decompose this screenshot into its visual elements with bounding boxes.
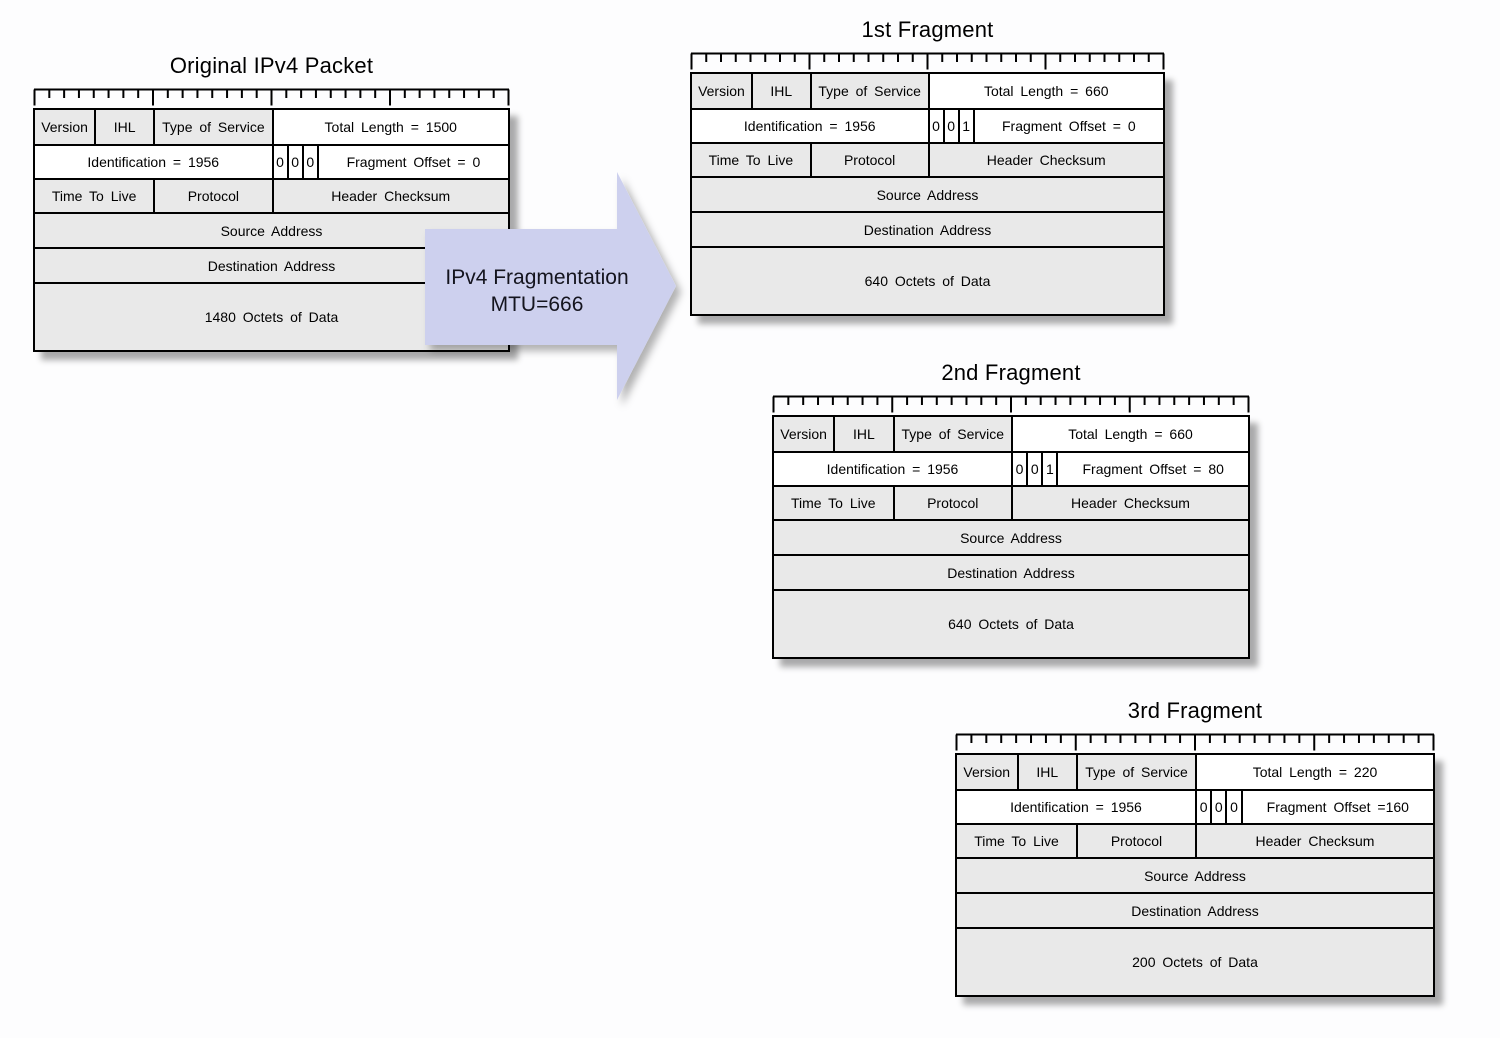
destination-address-row: Destination Address — [957, 892, 1433, 927]
flag-bit-2: 0 — [1225, 791, 1241, 823]
field-identification: Identification = 1956 — [957, 791, 1195, 823]
field-total-length: Total Length = 1500 — [271, 110, 508, 144]
field-type-of-service: Type of Service — [153, 110, 272, 144]
field-protocol: Protocol — [892, 487, 1011, 519]
bit-ruler — [33, 88, 510, 106]
packet-title: 2nd Fragment — [941, 360, 1081, 385]
field-version: Version — [957, 755, 1017, 789]
packet-fragment-1: 1st Fragment Version IHL Type of Service… — [690, 16, 1165, 316]
field-ihl: IHL — [1016, 755, 1076, 789]
packet-title: 3rd Fragment — [1127, 698, 1263, 723]
header-row-2: Identification = 1956 0 0 0 Fragment Off… — [35, 144, 508, 178]
field-time-to-live: Time To Live — [957, 825, 1076, 857]
field-protocol: Protocol — [153, 180, 272, 212]
header-row-3: Time To Live Protocol Header Checksum — [957, 823, 1433, 857]
packet-fragment-3: 3rd Fragment Version IHL Type of Service… — [955, 697, 1435, 997]
field-fragment-offset: Fragment Offset = 80 — [1056, 453, 1248, 485]
field-type-of-service: Type of Service — [809, 74, 928, 108]
flag-bit-0: 0 — [271, 146, 287, 178]
field-version: Version — [35, 110, 95, 144]
field-data-octets: 640 Octets of Data — [692, 248, 1163, 314]
field-time-to-live: Time To Live — [35, 180, 154, 212]
field-data-octets: 200 Octets of Data — [957, 929, 1433, 995]
flag-bit-1: 0 — [1026, 453, 1042, 485]
field-time-to-live: Time To Live — [692, 144, 810, 176]
packet-title: 1st Fragment — [861, 17, 994, 42]
block-arrow-shape — [425, 172, 676, 400]
fragmentation-arrow: IPv4 Fragmentation MTU=666 — [425, 172, 676, 400]
field-ihl: IHL — [94, 110, 154, 144]
data-row: 640 Octets of Data — [774, 589, 1248, 657]
field-fragment-offset: Fragment Offset = 0 — [316, 146, 508, 178]
field-version: Version — [692, 74, 751, 108]
field-identification: Identification = 1956 — [692, 110, 928, 142]
field-ihl: IHL — [833, 417, 893, 451]
field-total-length: Total Length = 220 — [1195, 755, 1433, 789]
packet-box: Version IHL Type of Service Total Length… — [690, 72, 1165, 316]
header-row-3: Time To Live Protocol Header Checksum — [692, 142, 1163, 176]
field-type-of-service: Type of Service — [1076, 755, 1195, 789]
arrow-label-line2: MTU=666 — [491, 293, 584, 316]
field-type-of-service: Type of Service — [892, 417, 1011, 451]
flag-bit-2: 0 — [301, 146, 317, 178]
field-protocol: Protocol — [809, 144, 928, 176]
destination-address-row: Destination Address — [774, 554, 1248, 589]
packet-title: Original IPv4 Packet — [169, 53, 374, 78]
packet-fragment-2: 2nd Fragment Version IHL Type of Service… — [772, 359, 1250, 659]
field-source-address: Source Address — [957, 859, 1433, 892]
destination-address-row: Destination Address — [692, 211, 1163, 246]
flag-bit-1: 0 — [286, 146, 302, 178]
field-header-checksum: Header Checksum — [271, 180, 508, 212]
flag-bit-2: 1 — [1041, 453, 1057, 485]
bit-ruler — [772, 395, 1250, 413]
flag-bit-0: 0 — [1011, 453, 1027, 485]
field-identification: Identification = 1956 — [774, 453, 1011, 485]
field-source-address: Source Address — [692, 178, 1163, 211]
packet-box: Version IHL Type of Service Total Length… — [772, 415, 1250, 659]
field-header-checksum: Header Checksum — [927, 144, 1163, 176]
field-total-length: Total Length = 660 — [1011, 417, 1248, 451]
field-fragment-offset: Fragment Offset = 0 — [972, 110, 1163, 142]
bit-ruler — [690, 52, 1165, 70]
source-address-row: Source Address — [957, 857, 1433, 892]
field-destination-address: Destination Address — [957, 894, 1433, 927]
flag-bit-0: 0 — [927, 110, 943, 142]
source-address-row: Source Address — [774, 519, 1248, 554]
source-address-row: Source Address — [692, 176, 1163, 211]
flag-bit-0: 0 — [1195, 791, 1211, 823]
field-time-to-live: Time To Live — [774, 487, 893, 519]
field-destination-address: Destination Address — [774, 556, 1248, 589]
field-version: Version — [774, 417, 834, 451]
packet-box: Version IHL Type of Service Total Length… — [955, 753, 1435, 997]
flag-bit-1: 0 — [942, 110, 958, 142]
header-row-3: Time To Live Protocol Header Checksum — [35, 178, 508, 212]
header-row-3: Time To Live Protocol Header Checksum — [774, 485, 1248, 519]
arrow-label-line1: IPv4 Fragmentation — [445, 266, 628, 289]
header-row-1: Version IHL Type of Service Total Length… — [774, 417, 1248, 451]
field-destination-address: Destination Address — [692, 213, 1163, 246]
header-row-2: Identification = 1956 0 0 1 Fragment Off… — [774, 451, 1248, 485]
field-fragment-offset: Fragment Offset =160 — [1240, 791, 1433, 823]
data-row: 200 Octets of Data — [957, 927, 1433, 995]
header-row-1: Version IHL Type of Service Total Length… — [692, 74, 1163, 108]
flag-bit-2: 1 — [957, 110, 973, 142]
field-source-address: Source Address — [774, 521, 1248, 554]
field-header-checksum: Header Checksum — [1011, 487, 1248, 519]
field-identification: Identification = 1956 — [35, 146, 272, 178]
header-row-1: Version IHL Type of Service Total Length… — [957, 755, 1433, 789]
data-row: 640 Octets of Data — [692, 246, 1163, 314]
bit-ruler — [955, 733, 1435, 751]
flag-bit-1: 0 — [1210, 791, 1226, 823]
header-row-2: Identification = 1956 0 0 0 Fragment Off… — [957, 789, 1433, 823]
header-row-1: Version IHL Type of Service Total Length… — [35, 110, 508, 144]
header-row-2: Identification = 1956 0 0 1 Fragment Off… — [692, 108, 1163, 142]
field-ihl: IHL — [750, 74, 810, 108]
field-protocol: Protocol — [1076, 825, 1195, 857]
field-data-octets: 640 Octets of Data — [774, 591, 1248, 657]
field-total-length: Total Length = 660 — [927, 74, 1163, 108]
field-header-checksum: Header Checksum — [1195, 825, 1433, 857]
